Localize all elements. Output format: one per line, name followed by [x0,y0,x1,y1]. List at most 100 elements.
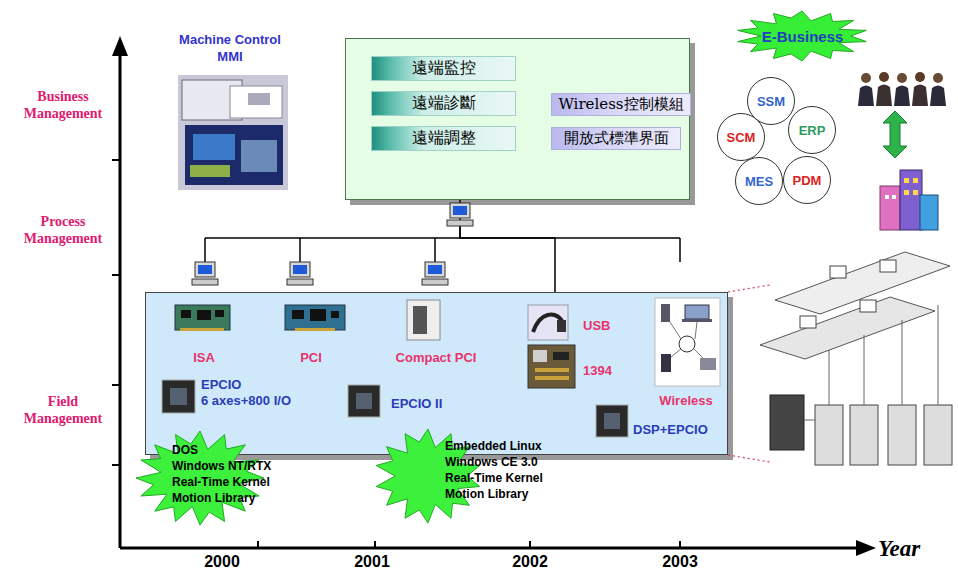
node-label: USB [583,318,610,333]
screen [293,265,307,274]
controller-unit [770,395,804,450]
node-label: Windows NT/RTX [172,459,271,474]
card-chip [181,310,191,318]
card-chip [197,310,211,320]
node-label: DSP+EPCIO [633,422,708,437]
chip-die [170,388,187,405]
x-axis-arrowhead [856,540,876,556]
feature-box: 開放式標準界面 [551,127,681,150]
drive-unit [924,405,952,465]
link [671,349,681,357]
node-label: 遠端調整 [412,128,476,149]
computer-icon [447,203,473,226]
building-window [885,195,889,199]
board-chip [533,350,547,362]
person-head [861,73,871,83]
building [900,170,922,230]
card-chip [215,310,224,317]
screen-window [185,125,283,185]
bus-drop [299,238,301,262]
node-label: 遠端監控 [412,58,476,79]
year-tick-label: 2002 [512,553,548,570]
network-hub [679,336,695,352]
buildings [880,170,938,230]
person-body [930,86,946,107]
node-label: 開放式標準界面 [564,129,669,148]
building [880,186,900,230]
title-label: MMI [217,49,242,65]
remote-service-panel: 遠端監控遠端診斷 Wireless控制模組遠端調整 開放式標準界面 [345,38,690,200]
conveyor-illustration [728,252,952,465]
epcio-chip [162,380,195,413]
chip-die [356,393,372,409]
y-axis-arrowhead [112,36,128,56]
product-box [860,300,876,312]
building-window [913,190,918,195]
card-chip [331,311,339,318]
person-body [912,85,928,107]
laptop-base [682,319,712,322]
y-axis [119,52,122,548]
node-label: Real-Time Kernel [445,471,543,486]
link [670,322,681,339]
person-head [897,73,907,83]
product-box [880,260,896,272]
screen-widget [248,93,270,105]
conveyor-belt [760,297,935,359]
computer-base [422,279,448,285]
drive-unit [888,405,916,465]
axis-title: Year [878,536,920,562]
handheld [661,354,671,372]
usb-ground [528,305,568,340]
product-box [800,316,816,328]
bus-drop [679,238,681,262]
person-body [876,85,892,107]
screen [198,265,212,274]
system-circle: ERP [788,106,836,154]
node-label: 遠端診斷 [412,93,476,114]
screen-frame [178,75,288,190]
node-label: Motion Library [172,491,255,506]
epcio-ii-chip [348,385,380,417]
starburst-outline [738,11,867,61]
axes [112,36,876,556]
business-people [858,72,946,106]
conveyor-belt [775,252,950,314]
device-ground [655,298,720,386]
card-edge [180,328,224,331]
controller [700,358,716,370]
blue-panel-fill [145,292,733,460]
mmi-screenshot [178,75,288,190]
person-head [915,72,925,82]
building-window [904,190,909,195]
axis-tick [112,159,120,161]
axis-tick [112,274,120,276]
card-board [285,305,345,330]
system-circle: MES [735,157,783,205]
screen-widget [190,165,230,177]
unit-case [407,300,440,340]
building-window [913,178,918,183]
axis-level-label: Business Management [24,88,103,122]
bus-drop [204,238,206,262]
axis-level-label: Field Management [24,393,103,427]
field-panel: ISAPCICompact PCIUSB1394WirelessEPCIO6 a… [145,292,728,455]
node-label: EPCIO [201,377,241,392]
field-hardware [162,298,720,437]
function-box: 遠端診斷 [371,91,516,116]
laptop [685,305,709,319]
zoom-line [728,455,770,462]
drive-unit [850,405,878,465]
feature-box: Wireless控制模組 [551,93,691,116]
double-arrow [883,111,907,158]
card-chip [292,310,304,319]
green-panel-fill [345,38,695,205]
node-label: Wireless [659,393,712,408]
link [695,322,697,339]
card-chip [310,309,326,321]
monitor [450,203,470,218]
node-label: PDM [793,173,822,188]
axis-tick [529,541,531,548]
system-circle: PDM [783,156,831,204]
axis-level-label: Process Management [24,213,103,247]
